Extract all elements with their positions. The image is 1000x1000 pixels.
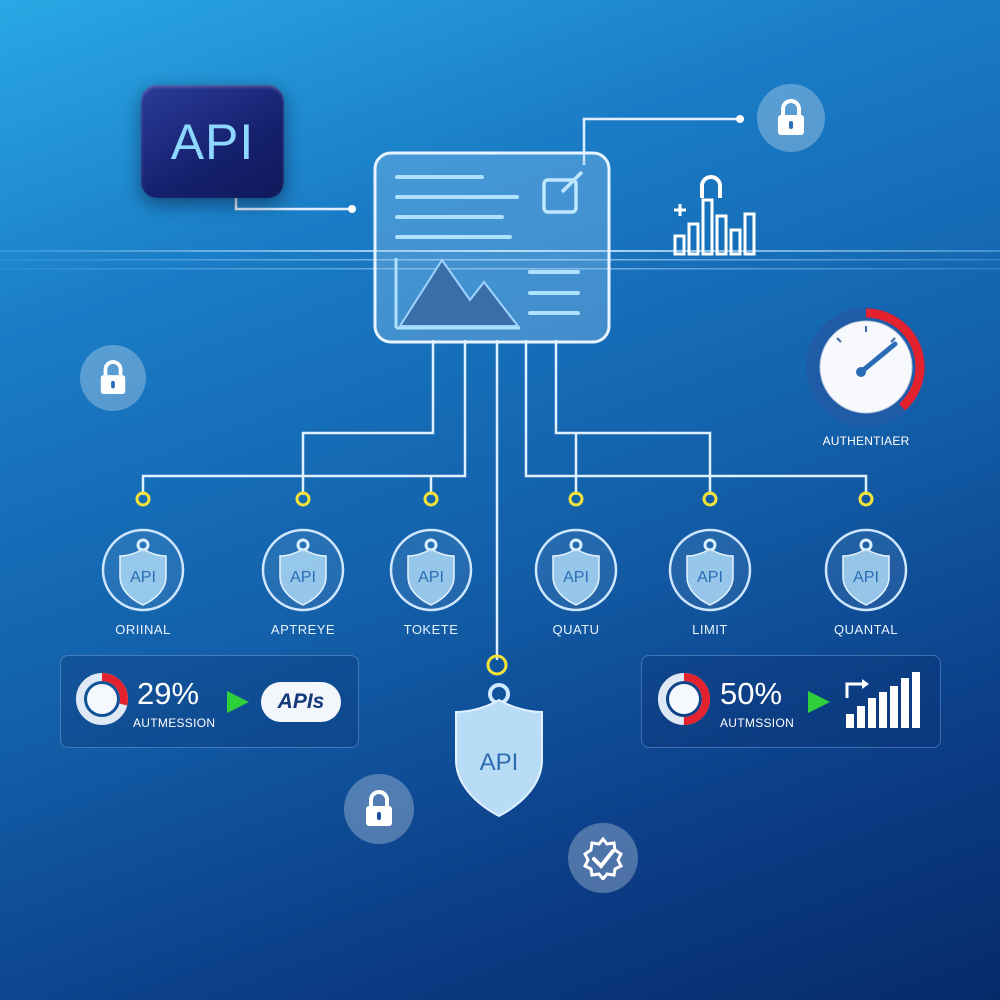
shield-badge: API bbox=[563, 569, 589, 586]
stat-value: 50% bbox=[720, 676, 783, 711]
api-node-label: APTREYE bbox=[270, 622, 336, 637]
api-node-4: API bbox=[533, 527, 619, 613]
shield-badge: API bbox=[697, 569, 723, 586]
shield-icon: API bbox=[101, 528, 185, 612]
shield-icon: API bbox=[668, 528, 752, 612]
lock-icon bbox=[80, 345, 146, 411]
lock-icon bbox=[344, 774, 414, 844]
image-icon bbox=[394, 258, 521, 330]
bar-chart-icon bbox=[673, 175, 756, 256]
api-node-3: API bbox=[388, 527, 474, 613]
shield-icon: API bbox=[261, 528, 345, 612]
shield-badge: API bbox=[418, 569, 444, 586]
stat-value: 29% bbox=[137, 676, 200, 711]
progress-ring bbox=[76, 673, 128, 725]
center-shield-icon: API bbox=[455, 683, 543, 818]
api-node-1: API bbox=[100, 527, 186, 613]
progress-ring bbox=[658, 673, 710, 725]
lock-icon bbox=[757, 84, 825, 152]
api-node-label: QUATU bbox=[552, 622, 600, 637]
api-node-5: API bbox=[667, 527, 753, 613]
play-arrow-icon bbox=[227, 691, 249, 713]
gauge-label: AUTHENTIAER bbox=[822, 434, 910, 448]
bar-chart-icon bbox=[845, 672, 920, 728]
center-shield-label: API bbox=[480, 749, 519, 776]
shield-badge: API bbox=[853, 569, 879, 586]
api-node-label: LIMIT bbox=[692, 622, 728, 637]
gauge-icon bbox=[806, 307, 926, 427]
api-node-6: API bbox=[823, 527, 909, 613]
api-node-label: QUANTAL bbox=[834, 622, 898, 637]
edit-icon bbox=[542, 170, 584, 214]
api-logo-text: API bbox=[170, 113, 255, 170]
stat-label: AUTMESSION bbox=[133, 716, 216, 730]
shield-icon: API bbox=[824, 528, 908, 612]
stat-label: AUTMSSION bbox=[720, 716, 795, 730]
api-node-2: API bbox=[260, 527, 346, 613]
shield-icon: API bbox=[389, 528, 473, 612]
apis-chip-label: APIs bbox=[277, 690, 325, 713]
apis-chip: APIs bbox=[261, 682, 341, 722]
shield-badge: API bbox=[130, 569, 156, 586]
api-node-label: TOKETE bbox=[403, 622, 459, 637]
check-icon bbox=[568, 823, 638, 893]
play-arrow-icon bbox=[808, 691, 830, 713]
shield-icon: API bbox=[534, 528, 618, 612]
api-node-label: ORIINAL bbox=[115, 622, 171, 637]
dashboard-panel bbox=[373, 151, 611, 344]
shield-badge: API bbox=[290, 569, 316, 586]
api-logo: API bbox=[141, 85, 284, 198]
